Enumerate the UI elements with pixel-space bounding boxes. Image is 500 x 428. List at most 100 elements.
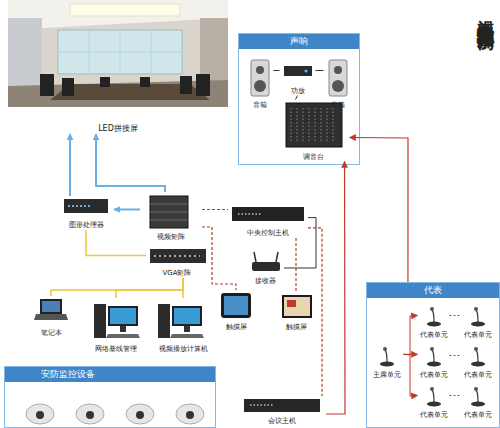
mic-base <box>380 362 394 367</box>
device-label: 图形处理器 <box>50 221 122 230</box>
vga-matrix-icon <box>150 249 206 263</box>
device-label: 音箱 <box>316 101 360 110</box>
laptop-icon <box>40 299 62 314</box>
device-label: 网络基线管理 <box>80 345 152 354</box>
mic-stem <box>385 350 387 362</box>
mic-stem <box>432 390 434 402</box>
network-pc: 网络基线管理 <box>88 298 144 354</box>
device-label: 代表单元 <box>454 331 500 340</box>
delegate-unit: 代表单元 <box>418 384 450 420</box>
microphones <box>380 307 485 407</box>
device-label: 触摸屏 <box>270 323 322 332</box>
group-header: 声响 <box>239 34 359 49</box>
device-label: VGA矩阵 <box>138 269 216 278</box>
mic-base <box>427 322 441 327</box>
mic-base <box>471 402 485 407</box>
mic-head <box>474 307 478 311</box>
connector <box>450 315 462 316</box>
device-label: 代表单元 <box>454 371 500 380</box>
mic-head <box>430 307 434 311</box>
playback-pc: 视频播放计算机 <box>152 298 214 354</box>
delegate-unit: 代表单元 <box>418 344 450 380</box>
receiver-icon <box>252 262 280 271</box>
conference-host: 会议主机 <box>238 396 326 426</box>
amplifier-light <box>305 70 308 73</box>
mic-stem <box>432 350 434 362</box>
pc-monitor <box>172 306 202 326</box>
speaker-cone <box>332 80 344 92</box>
control-host-icon <box>232 207 304 221</box>
audio-group: 声响音箱功放音箱调音台 <box>238 33 360 165</box>
photo-wall <box>8 0 228 107</box>
pc-screen <box>110 308 136 324</box>
graphics-processor: 图形处理器 <box>58 196 114 230</box>
device-label: 代表单元 <box>454 411 500 420</box>
mic-base <box>471 322 485 327</box>
camera-lens <box>136 411 144 419</box>
pc-monitor <box>108 306 138 326</box>
group-header: 代表 <box>367 283 499 298</box>
mixer-icon <box>286 103 342 147</box>
device-label: LED拼接屏 <box>0 124 236 134</box>
mic-base <box>471 362 485 367</box>
central-control-host: 中央控制主机 <box>228 204 308 238</box>
camera-dome <box>176 404 204 424</box>
display-screen <box>284 297 310 316</box>
conference-host-icon <box>244 399 320 412</box>
photo-led-grid <box>58 30 182 74</box>
device-label: 代表单元 <box>410 371 458 380</box>
connector <box>202 209 228 210</box>
connector <box>284 218 316 268</box>
vga-matrix: VGA矩阵 <box>146 246 208 278</box>
connector <box>295 238 296 292</box>
connector <box>316 70 324 71</box>
video-matrix-icon <box>150 196 188 228</box>
amplifier-icon <box>284 66 312 76</box>
laptop-base <box>34 314 68 320</box>
mic-stem <box>432 310 434 322</box>
mic-head <box>430 387 434 391</box>
receiver: 接收器 <box>246 252 284 286</box>
delegate-unit: 代表单元 <box>462 344 494 380</box>
mic-base <box>427 402 441 407</box>
mic-head <box>474 347 478 351</box>
control-host-buttons <box>238 213 262 215</box>
mic-head <box>474 387 478 391</box>
processor-ports <box>68 205 90 207</box>
connector <box>69 134 71 196</box>
device-label: 代表单元 <box>410 411 458 420</box>
amplifier: 功放 <box>280 62 316 96</box>
device-label: 会议主机 <box>230 417 334 426</box>
video-matrix: 视频矩阵 <box>140 192 202 242</box>
device-label: 触摸屏 <box>208 323 264 332</box>
chair-unit: 主席单元 <box>370 344 404 380</box>
security-group: 安防监控设备 <box>4 366 216 428</box>
touch-tablet: 触摸屏 <box>216 290 256 332</box>
device-label: 笔记本 <box>24 329 78 338</box>
mic-stem <box>476 350 478 362</box>
photo-chair <box>40 74 54 96</box>
camera-lens <box>186 411 194 419</box>
laptop: 笔记本 <box>32 296 70 338</box>
device-label: 主席单元 <box>362 371 412 380</box>
device-label: 接收器 <box>238 277 292 286</box>
device-label: 中央控制主机 <box>220 229 316 238</box>
connector <box>450 355 462 356</box>
pc-stand <box>184 326 190 332</box>
delegate-unit: 代表单元 <box>462 304 494 340</box>
camera-dome <box>26 404 54 424</box>
connector <box>86 230 146 256</box>
connector <box>96 134 165 192</box>
pc-keyboard <box>170 334 204 338</box>
cameras <box>26 404 204 424</box>
connector <box>350 138 409 282</box>
device-label: 音箱 <box>238 101 282 110</box>
connector <box>114 208 140 210</box>
mic-stem <box>476 390 478 402</box>
connector <box>51 278 183 296</box>
connector <box>404 354 418 355</box>
connector <box>326 162 345 415</box>
connector <box>308 228 322 396</box>
speaker: 音箱 <box>324 58 352 110</box>
